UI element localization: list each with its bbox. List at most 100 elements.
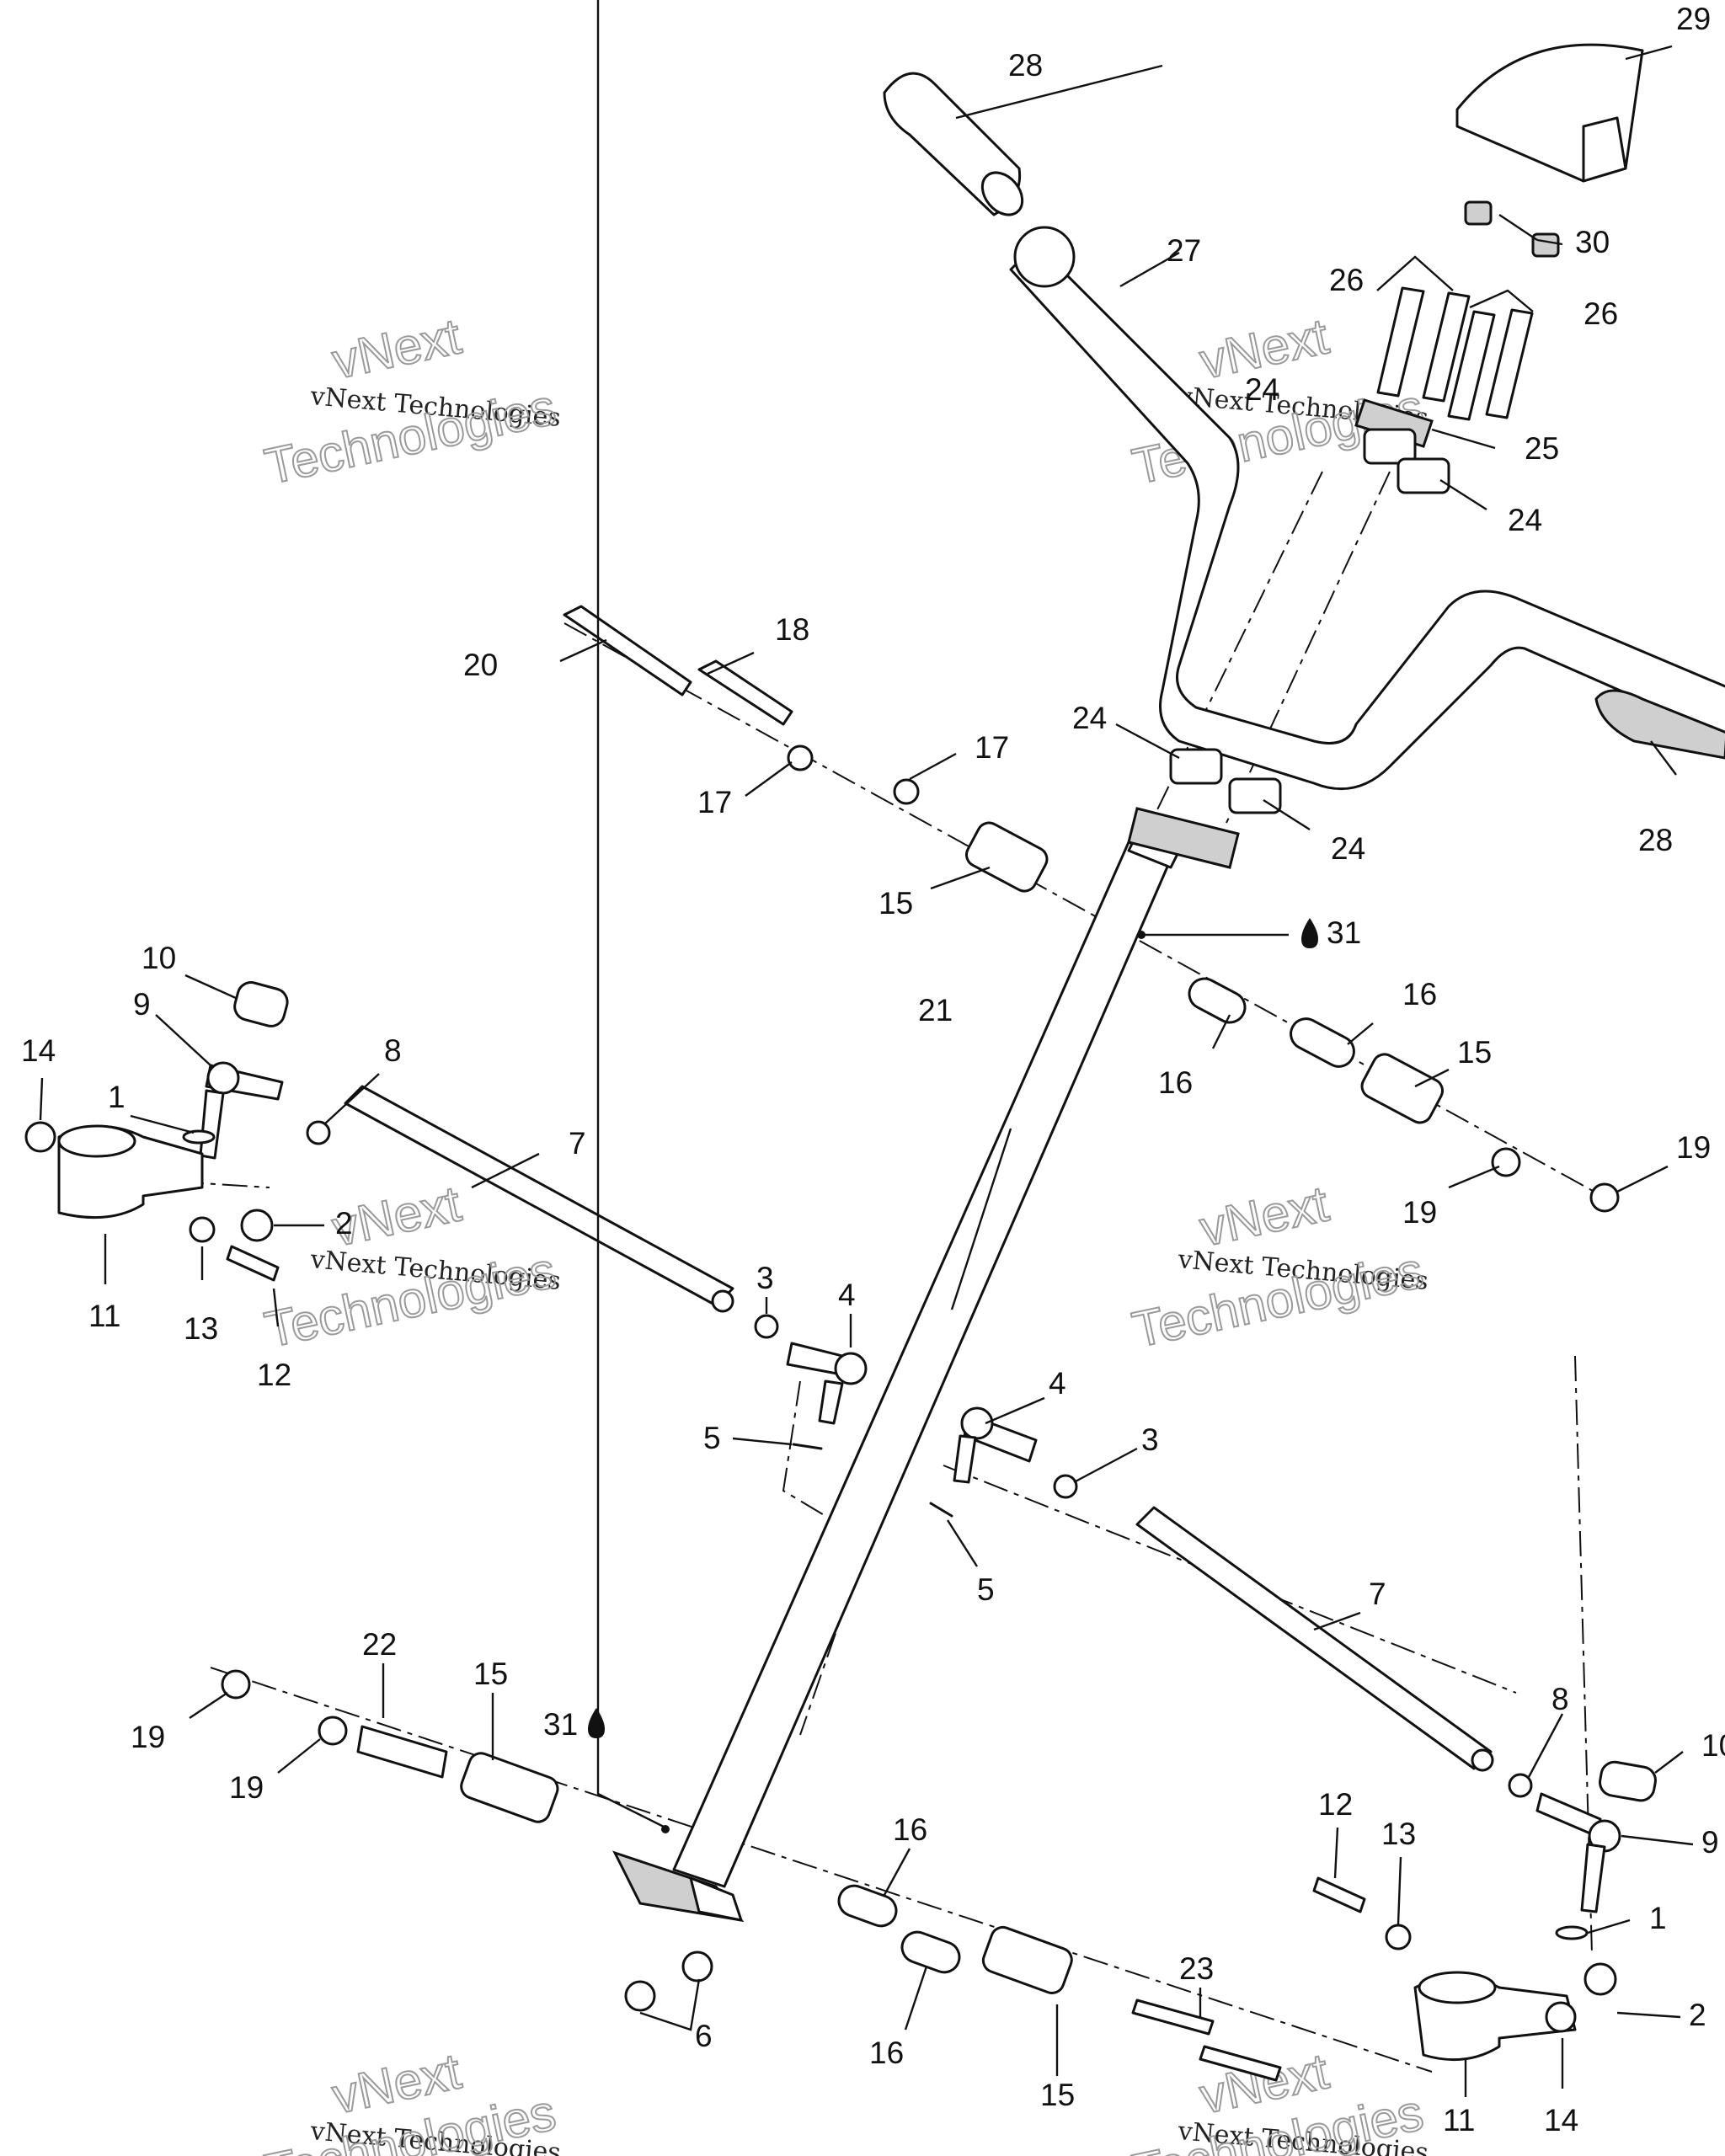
handlebar xyxy=(1009,226,1725,791)
callout-9: 9 xyxy=(1701,1825,1719,1860)
callout-22: 22 xyxy=(362,1627,397,1662)
callout-2: 2 xyxy=(1689,1998,1706,2032)
callout-11: 11 xyxy=(88,1299,120,1333)
callout-29: 29 xyxy=(1676,2,1711,36)
steering-arm-left xyxy=(57,1124,204,1219)
steering-column xyxy=(612,815,1189,1923)
callout-16: 16 xyxy=(1402,977,1437,1011)
ball-joint-right-outer xyxy=(1535,1792,1621,1913)
callout-3: 3 xyxy=(756,1261,774,1295)
handlebar-clamps xyxy=(1127,398,1450,869)
callout-30: 30 xyxy=(1575,225,1610,259)
lower-bolts-23 xyxy=(1131,1999,1282,2082)
grease-drop-icon xyxy=(1301,918,1318,948)
callout-4: 4 xyxy=(1049,1366,1066,1401)
grease-drop-icon xyxy=(588,1708,605,1738)
callout-9: 9 xyxy=(133,987,151,1022)
callout-2: 2 xyxy=(335,1206,353,1241)
callout-24: 24 xyxy=(1245,372,1279,407)
callout-4: 4 xyxy=(838,1278,856,1312)
rod-end-upper-right xyxy=(1360,1053,1444,1124)
callout-16: 16 xyxy=(1158,1065,1193,1100)
callout-12: 12 xyxy=(257,1358,291,1392)
callout-19: 19 xyxy=(229,1770,264,1805)
nuts-19 xyxy=(221,1147,1620,1746)
watermark-middle-left: vNext vNext Technologies Technologies xyxy=(259,1174,562,1358)
leader-lines xyxy=(39,0,1694,2097)
dust-boots xyxy=(233,981,1657,1802)
callout-5: 5 xyxy=(703,1421,721,1455)
ball-joint-right-inner xyxy=(953,1406,1038,1484)
callout-24: 24 xyxy=(1331,831,1365,866)
watermark-bottom-left: vNext vNext Technologies Technologies xyxy=(259,2041,562,2156)
watermark-middle-right: vNext vNext Technologies Technologies xyxy=(1127,1174,1429,1358)
ball-joint-left-outer xyxy=(199,1061,284,1160)
callout-1: 1 xyxy=(1649,1901,1667,1935)
tie-rod-right xyxy=(1135,1506,1494,1772)
callout-31: 31 xyxy=(543,1707,578,1742)
watermark-bottom-right: vNext vNext Technologies Technologies xyxy=(1127,2041,1429,2156)
cotter-pins xyxy=(792,1443,953,1518)
callout-24: 24 xyxy=(1508,503,1542,537)
grip-right xyxy=(1594,689,1725,760)
callout-16: 16 xyxy=(893,1812,927,1847)
callout-17: 17 xyxy=(697,785,732,819)
jam-nuts xyxy=(306,1120,1533,1798)
callout-25: 25 xyxy=(1525,431,1559,466)
callout-14: 14 xyxy=(21,1033,56,1068)
callout-27: 27 xyxy=(1167,233,1201,268)
callout-20: 20 xyxy=(463,648,498,682)
arm-hardware xyxy=(24,1121,1617,2033)
svg-text:vNext: vNext xyxy=(1195,1175,1333,1257)
rod-end-lower-left xyxy=(460,1752,559,1823)
callout-12: 12 xyxy=(1318,1787,1353,1822)
callout-31: 31 xyxy=(1327,915,1361,950)
nuts-6 xyxy=(624,1951,713,2012)
callout-8: 8 xyxy=(384,1033,402,1068)
callout-1: 1 xyxy=(108,1080,126,1114)
callout-26: 26 xyxy=(1329,263,1364,297)
callout-19: 19 xyxy=(131,1720,165,1754)
rod-end-upper-left xyxy=(965,821,1049,893)
callout-10: 10 xyxy=(1701,1728,1725,1763)
callout-15: 15 xyxy=(473,1657,508,1691)
callout-3: 3 xyxy=(1141,1422,1159,1457)
callout-24: 24 xyxy=(1072,701,1107,735)
callout-14: 14 xyxy=(1544,2103,1578,2137)
callout-26: 26 xyxy=(1583,296,1618,331)
callout-5: 5 xyxy=(977,1572,995,1607)
ball-joint-left-inner xyxy=(786,1342,868,1425)
tie-rod-left xyxy=(344,1085,734,1313)
callout-13: 13 xyxy=(184,1311,218,1346)
callout-16: 16 xyxy=(869,2036,904,2070)
callout-15: 15 xyxy=(879,886,913,921)
handlebar-cover xyxy=(1455,43,1644,183)
callout-13: 13 xyxy=(1381,1817,1416,1851)
callout-28: 28 xyxy=(1638,823,1673,857)
callout-8: 8 xyxy=(1551,1682,1569,1716)
callout-19: 19 xyxy=(1402,1195,1437,1230)
handlebar-bolts xyxy=(1376,286,1534,421)
callout-28: 28 xyxy=(1008,48,1043,83)
callout-6: 6 xyxy=(695,2019,713,2053)
callout-labels: 28 29 30 27 26 26 24 25 24 20 18 17 17 2… xyxy=(21,2,1725,2137)
callout-10: 10 xyxy=(142,941,176,975)
callout-11: 11 xyxy=(1443,2103,1475,2137)
watermark-top-left: vNext vNext Technologies Technologies xyxy=(259,307,562,495)
svg-text:vNext: vNext xyxy=(328,307,466,389)
callout-21: 21 xyxy=(918,993,953,1027)
rod-end-lower-right xyxy=(981,1925,1073,1994)
callout-17: 17 xyxy=(975,730,1009,765)
callout-15: 15 xyxy=(1040,2078,1075,2112)
callout-7: 7 xyxy=(1369,1577,1386,1611)
cover-fasteners xyxy=(1464,200,1560,258)
callout-19: 19 xyxy=(1676,1130,1711,1165)
spacers xyxy=(837,977,1355,1974)
callout-7: 7 xyxy=(569,1126,586,1161)
steering-link-22 xyxy=(356,1725,448,1779)
upper-bolts xyxy=(563,605,920,805)
callout-15: 15 xyxy=(1457,1035,1492,1070)
lubricant-icons xyxy=(588,918,1318,1833)
grip-top xyxy=(883,72,1024,216)
